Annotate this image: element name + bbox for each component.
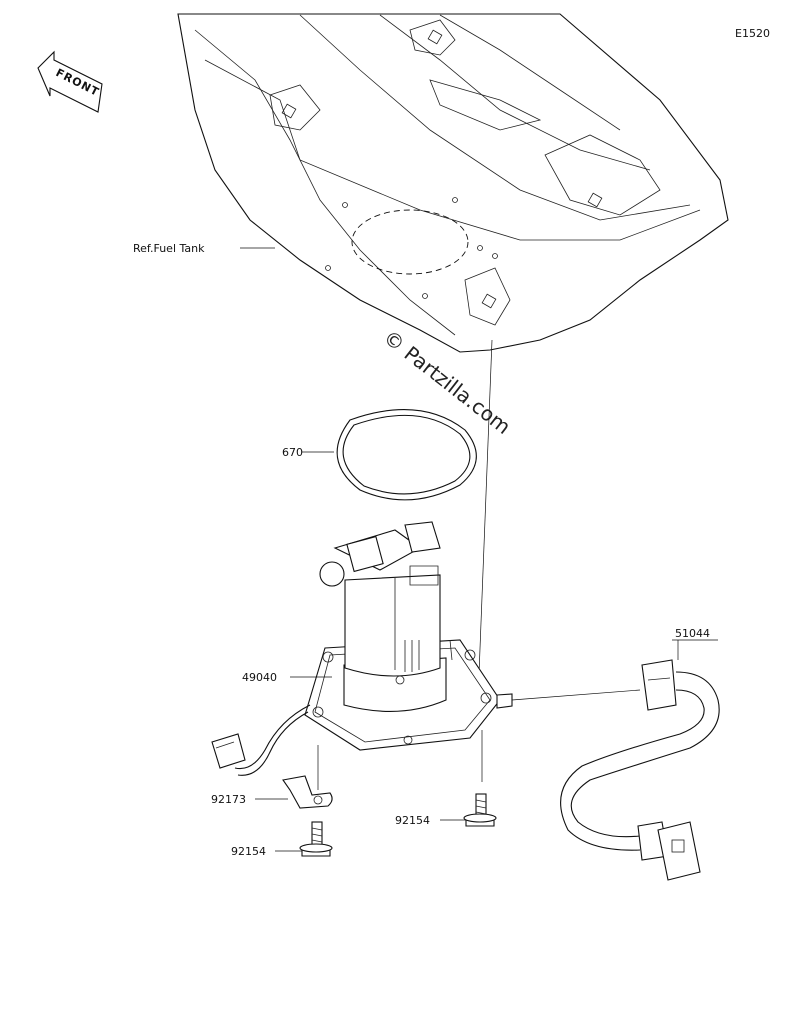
callout-bolt-right: 92154 bbox=[395, 814, 430, 827]
bolt-right bbox=[463, 793, 497, 827]
clamp bbox=[282, 775, 333, 809]
pump-wire-connector bbox=[211, 704, 311, 776]
callout-clamp: 92173 bbox=[211, 793, 246, 806]
callout-bolt-left: 92154 bbox=[231, 845, 266, 858]
fuel-pump-assembly bbox=[304, 521, 513, 751]
bolt-left bbox=[299, 821, 333, 857]
diagram-code: E1520 bbox=[735, 27, 770, 40]
fuel-hose bbox=[560, 659, 720, 881]
fuel-tank bbox=[177, 13, 729, 353]
gasket-ring bbox=[336, 409, 477, 501]
front-arrow-icon: FRONT bbox=[37, 50, 103, 113]
callout-hose: 51044 bbox=[675, 627, 710, 640]
callout-gasket: 670 bbox=[282, 446, 303, 459]
callout-fuel-pump: 49040 bbox=[242, 671, 277, 684]
callout-fuel-tank: Ref.Fuel Tank bbox=[133, 242, 205, 255]
